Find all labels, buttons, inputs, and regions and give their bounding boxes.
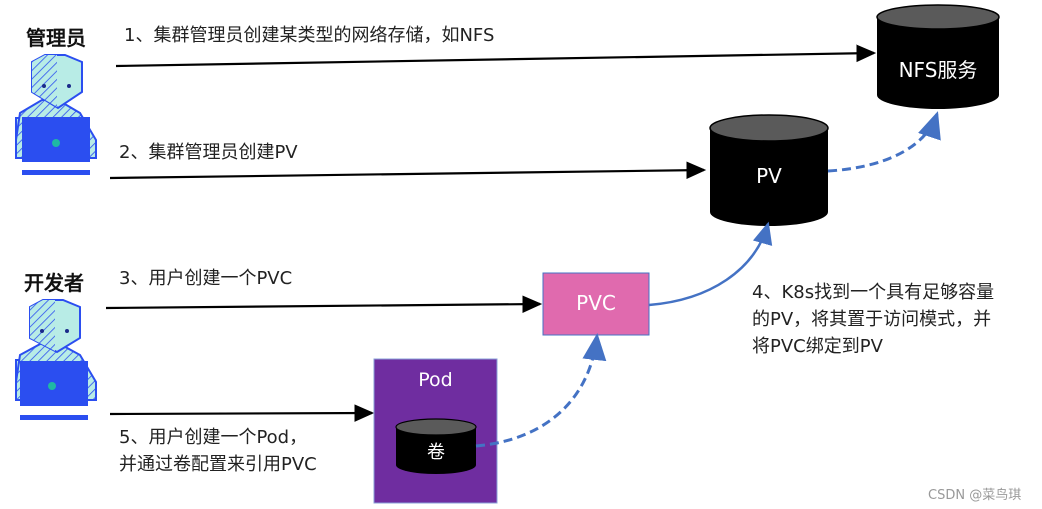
arrow-step1 — [115, 44, 877, 68]
developer-role-label: 开发者 — [24, 271, 84, 295]
step5-line-2: 并通过卷配置来引用PVC — [119, 454, 317, 475]
step2-text: 2、集群管理员创建PV — [119, 142, 298, 163]
volume-cylinder — [395, 418, 477, 474]
arrow-step3 — [105, 295, 543, 313]
nfs-cylinder — [876, 4, 1000, 109]
connector-pvc-to-pv — [648, 221, 773, 307]
step4-line-1: 4、K8s找到一个具有足够容量 — [752, 282, 995, 303]
step5-line-1: 5、用户创建一个Pod， — [119, 427, 308, 448]
pvc-label: PVC — [576, 291, 616, 315]
step1-text: 1、集群管理员创建某类型的网络存储，如NFS — [124, 25, 495, 46]
pv-cylinder — [709, 114, 829, 226]
arrow-step5 — [109, 404, 375, 422]
pvc-box — [542, 272, 650, 336]
connector-volume-to-pvc — [475, 333, 607, 448]
step4-line-3: 将PVC绑定到PV — [752, 336, 883, 357]
watermark: CSDN @菜鸟琪 — [928, 488, 1022, 503]
volume-label: 卷 — [427, 442, 445, 463]
step5-text: 5、用户创建一个Pod， 并通过卷配置来引用PVC — [119, 424, 317, 478]
connector-pv-to-nfs — [827, 111, 941, 173]
admin-role-label: 管理员 — [26, 26, 86, 50]
pv-label: PV — [756, 164, 782, 188]
admin-person-icon — [15, 54, 97, 175]
arrow-step2 — [109, 161, 707, 180]
step4-text: 4、K8s找到一个具有足够容量 的PV，将其置于访问模式，并 将PVC绑定到PV — [752, 279, 994, 360]
nfs-label: NFS服务 — [898, 58, 978, 82]
step4-line-2: 的PV，将其置于访问模式，并 — [752, 309, 992, 330]
step3-text: 3、用户创建一个PVC — [119, 268, 293, 289]
pod-label: Pod — [418, 369, 453, 391]
developer-person-icon — [15, 299, 97, 420]
